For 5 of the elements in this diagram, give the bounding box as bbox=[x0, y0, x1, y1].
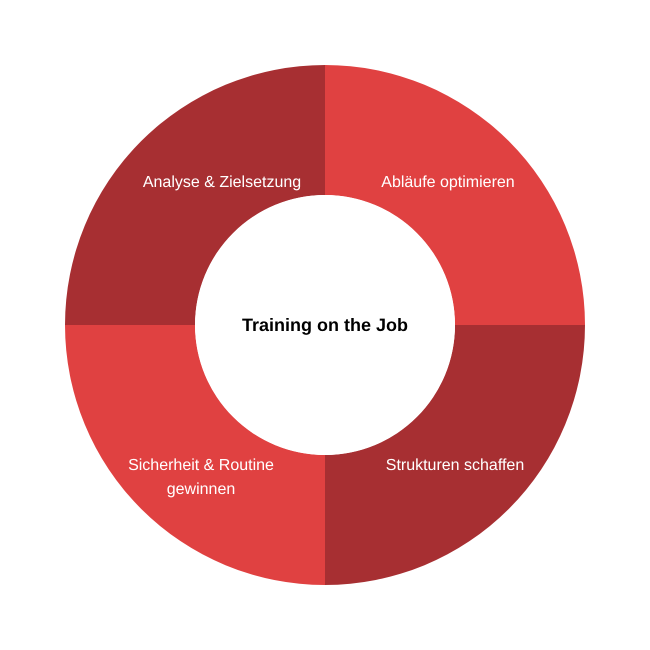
segment-label: Abläufe optimieren bbox=[380, 173, 516, 193]
center-label: Training on the Job bbox=[242, 314, 408, 336]
segment-label: Analyse & Zielsetzung bbox=[142, 173, 302, 193]
segment-label: Strukturen schaffen bbox=[384, 456, 526, 476]
segment-label: Sicherheit & Routine gewinnen bbox=[127, 456, 275, 500]
